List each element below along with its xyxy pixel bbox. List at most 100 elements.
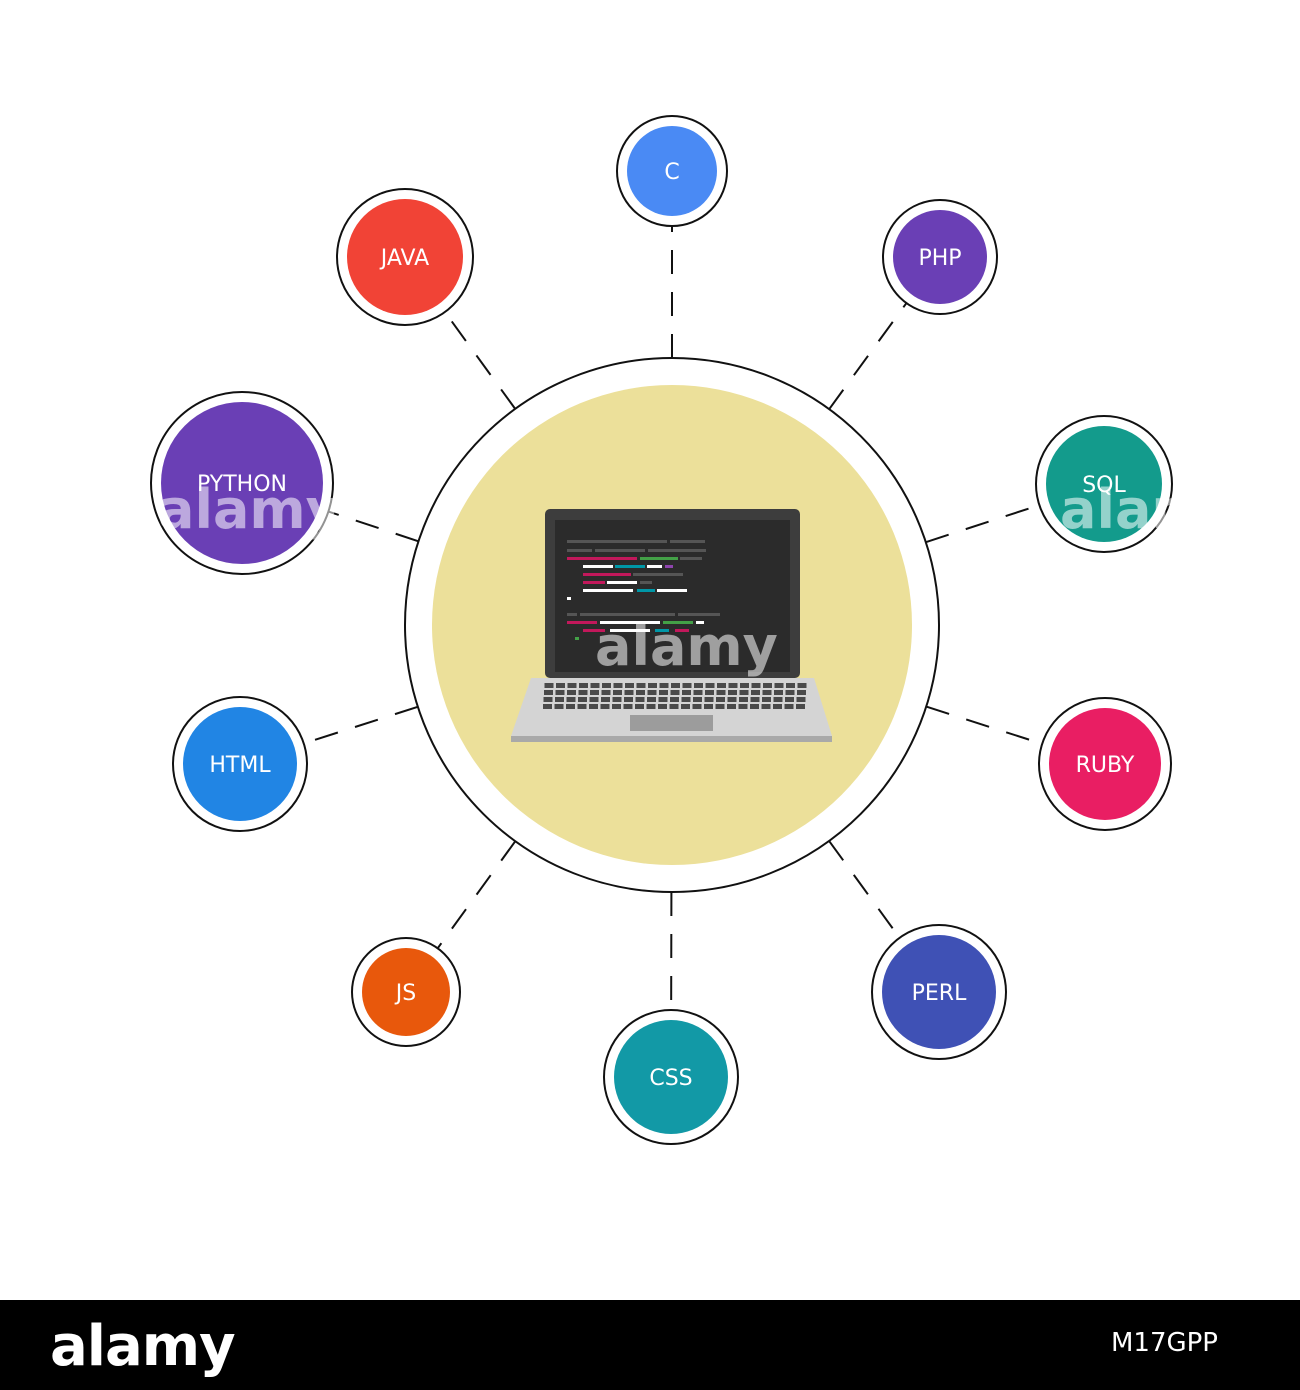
- node-label: PYTHON: [197, 472, 287, 497]
- keyboard-key: [647, 697, 656, 702]
- node-label: JAVA: [379, 246, 429, 271]
- watermark-footer: alamy M17GPP: [0, 1300, 1300, 1390]
- code-segment: [567, 613, 577, 616]
- keyboard-key: [761, 704, 771, 709]
- keyboard-key: [601, 697, 610, 702]
- keyboard-key: [705, 683, 715, 688]
- keyboard-key: [566, 697, 576, 702]
- keyboard-key: [648, 683, 657, 688]
- keyboard-key: [670, 690, 680, 695]
- keyboard-key: [751, 683, 761, 688]
- keyboard-key: [578, 697, 587, 702]
- node-label: C: [664, 160, 679, 185]
- laptop-code-icon: [511, 509, 832, 742]
- keyboard-key: [796, 704, 805, 709]
- node-label: RUBY: [1076, 753, 1135, 778]
- keyboard-key: [796, 697, 806, 702]
- keyboard-key: [773, 704, 782, 709]
- keyboard-key: [659, 690, 668, 695]
- code-segment: [600, 621, 660, 624]
- keyboard-key: [658, 704, 667, 709]
- code-segment: [583, 573, 631, 576]
- code-segment: [675, 629, 689, 632]
- code-segment: [615, 565, 645, 568]
- connector-lines: [297, 220, 1049, 1017]
- keyboard-key: [704, 697, 714, 702]
- connector-line: [925, 705, 1049, 747]
- connector-line: [297, 705, 419, 747]
- keyboard-key: [797, 690, 806, 695]
- keyboard-key: [727, 704, 736, 709]
- keyboard-key: [555, 690, 565, 695]
- keyboard-key: [613, 690, 622, 695]
- keyboard-key: [682, 683, 692, 688]
- node-fill: [161, 402, 323, 564]
- keyboard-key: [577, 704, 587, 709]
- keyboard-key: [692, 704, 702, 709]
- code-segment: [567, 549, 592, 552]
- code-segment: [640, 581, 652, 584]
- code-segment: [657, 589, 687, 592]
- keyboard-key: [750, 697, 760, 702]
- code-segment: [678, 613, 720, 616]
- code-segment: [567, 540, 607, 543]
- keyboard-key: [612, 697, 622, 702]
- code-segment: [583, 589, 633, 592]
- keyboard-key: [693, 690, 703, 695]
- keyboard-key: [738, 704, 748, 709]
- node-fill: [1049, 708, 1161, 820]
- connector-line: [440, 306, 517, 410]
- image-id: M17GPP: [1110, 1328, 1218, 1358]
- keyboard-key: [750, 704, 759, 709]
- keyboard-key: [602, 683, 611, 688]
- keyboard-key: [567, 690, 576, 695]
- laptop-trackpad: [630, 715, 713, 731]
- keyboard-key: [636, 683, 646, 688]
- keyboard-key: [636, 690, 645, 695]
- keyboard-key: [716, 690, 726, 695]
- keyboard-key: [797, 683, 807, 688]
- keyboard-key: [705, 690, 714, 695]
- keyboard-key: [717, 683, 726, 688]
- keyboard-key: [590, 690, 599, 695]
- keyboard-key: [612, 704, 621, 709]
- node-label: SQL: [1082, 473, 1126, 498]
- keyboard-key: [600, 704, 610, 709]
- node-css: CSS: [603, 1009, 739, 1145]
- keyboard-key: [555, 697, 564, 702]
- keyboard-key: [613, 683, 623, 688]
- code-segment: [663, 621, 693, 624]
- keyboard-key: [739, 690, 749, 695]
- keyboard-key: [624, 697, 633, 702]
- keyboard-keys: [543, 683, 807, 709]
- node-c: C: [616, 115, 728, 227]
- node-label: CSS: [649, 1066, 692, 1091]
- keyboard-key: [671, 683, 680, 688]
- keyboard-key: [739, 697, 748, 702]
- keyboard-key: [669, 704, 679, 709]
- code-segment: [647, 565, 662, 568]
- keyboard-key: [786, 683, 795, 688]
- keyboard-key: [740, 683, 749, 688]
- keyboard-key: [567, 683, 577, 688]
- code-segment: [655, 629, 669, 632]
- connector-line: [433, 840, 517, 954]
- code-segment: [670, 540, 705, 543]
- keyboard-key: [727, 697, 737, 702]
- code-segment: [575, 637, 579, 640]
- keyboard-key: [646, 704, 656, 709]
- keyboard-key: [784, 704, 794, 709]
- connector-line: [925, 502, 1046, 544]
- code-segment: [583, 565, 613, 568]
- connector-line: [828, 297, 911, 410]
- keyboard-key: [578, 690, 588, 695]
- keyboard-key: [785, 690, 795, 695]
- node-fill: [347, 199, 463, 315]
- node-html: HTML: [172, 696, 308, 832]
- connector-line: [322, 508, 419, 543]
- keyboard-key: [728, 683, 738, 688]
- code-segment: [580, 613, 675, 616]
- keyboard-key: [716, 697, 725, 702]
